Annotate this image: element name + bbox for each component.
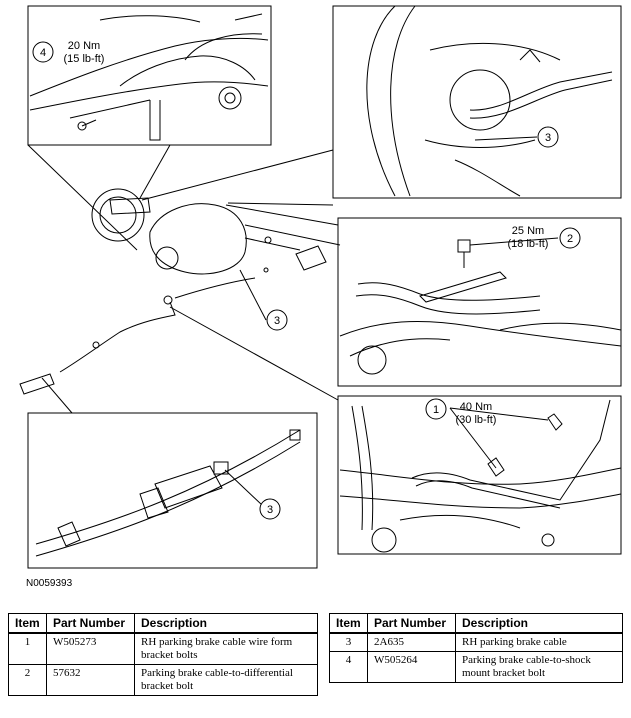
callout-3-circle-top <box>537 126 559 148</box>
header-part-number: Part Number <box>46 613 135 634</box>
header-item: Item <box>8 613 47 634</box>
item-cell: 4 <box>329 651 368 683</box>
description-cell: RH parking brake cable <box>455 632 623 652</box>
table-header-row: Item Part Number Description <box>8 613 318 634</box>
callout-1-circle <box>425 398 447 420</box>
part-number-cell: W505264 <box>367 651 456 683</box>
detail-box-3-bottom <box>27 412 318 569</box>
callout-4-torque-nm: 20 Nm <box>68 40 100 52</box>
item-cell: 2 <box>8 664 47 696</box>
callout-3-circle-center <box>266 309 288 331</box>
detail-box-1 <box>337 395 622 555</box>
part-number-cell: 57632 <box>46 664 135 696</box>
table-row: 1 W505273 RH parking brake cable wire fo… <box>8 632 318 665</box>
callout-4-circle <box>32 41 54 63</box>
callout-1-torque-nm: 40 Nm <box>460 401 492 413</box>
detail-box-2 <box>337 217 622 387</box>
callout-2-torque-nm: 25 Nm <box>512 225 544 237</box>
callout-3-circle-bottom <box>259 498 281 520</box>
table-header-row: Item Part Number Description <box>329 613 623 634</box>
callout-3-number-bottom: 3 <box>267 504 273 516</box>
parking-brake-diagram: 4 20 Nm (15 lb-ft) 3 25 Nm (18 lb-ft) 2 … <box>19 5 622 569</box>
table-row: 4 W505264 Parking brake cable-to-shock m… <box>329 651 623 683</box>
item-cell: 1 <box>8 632 47 665</box>
callout-1-torque-lbft: (30 lb-ft) <box>456 414 497 426</box>
figure-id: N0059393 <box>26 578 73 589</box>
header-item: Item <box>329 613 368 634</box>
detail-box-3-top <box>332 5 622 199</box>
header-part-number: Part Number <box>367 613 456 634</box>
callout-4-number: 4 <box>40 47 46 59</box>
header-description: Description <box>134 613 318 634</box>
parts-table-left: Item Part Number Description 1 W505273 R… <box>8 613 318 696</box>
part-number-cell: W505273 <box>46 632 135 665</box>
header-description: Description <box>455 613 623 634</box>
detail-box-4 <box>27 5 272 146</box>
callout-3-number-center: 3 <box>274 315 280 327</box>
callout-2-circle <box>559 227 581 249</box>
callout-2-torque-lbft: (18 lb-ft) <box>508 238 549 250</box>
callout-1-number: 1 <box>433 404 439 416</box>
callout-4-torque-lbft: (15 lb-ft) <box>64 53 105 65</box>
table-row: 3 2A635 RH parking brake cable <box>329 632 623 652</box>
parts-table-right: Item Part Number Description 3 2A635 RH … <box>329 613 623 683</box>
callout-2-number: 2 <box>567 233 573 245</box>
description-cell: Parking brake cable-to-differential brac… <box>134 664 318 696</box>
part-number-cell: 2A635 <box>367 632 456 652</box>
description-cell: RH parking brake cable wire form bracket… <box>134 632 318 665</box>
callout-3-number-top: 3 <box>545 132 551 144</box>
table-row: 2 57632 Parking brake cable-to-different… <box>8 664 318 696</box>
description-cell: Parking brake cable-to-shock mount brack… <box>455 651 623 683</box>
item-cell: 3 <box>329 632 368 652</box>
